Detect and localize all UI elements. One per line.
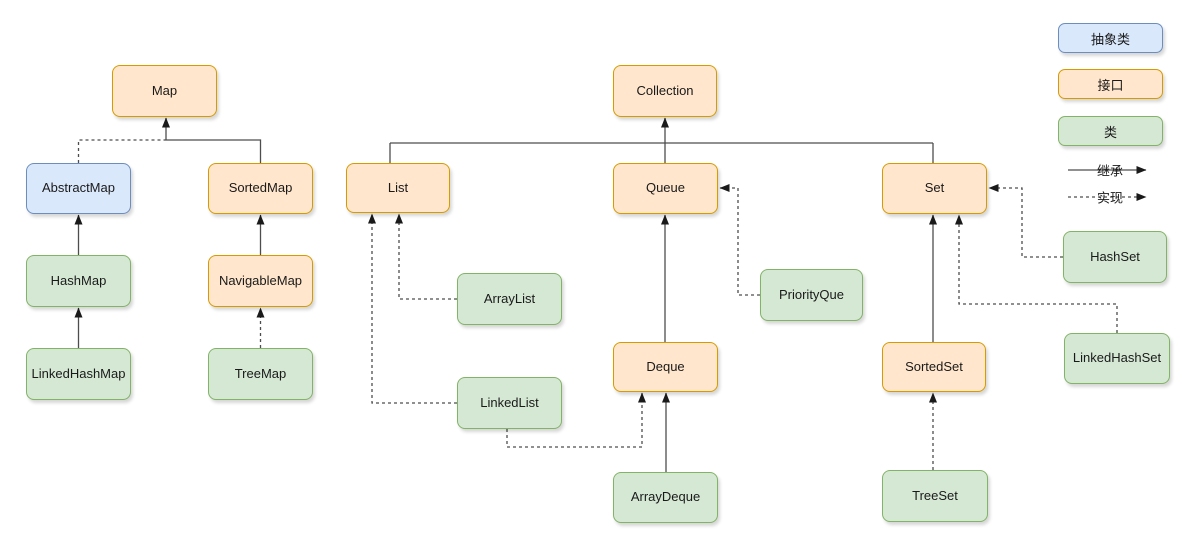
node-label: Set: [924, 180, 945, 196]
node-label: SortedMap: [228, 180, 293, 196]
node-sorted-map[interactable]: SortedMap: [208, 163, 313, 214]
node-label: LinkedHashMap: [31, 365, 126, 381]
node-label: HashMap: [50, 272, 107, 288]
node-label: AbstractMap: [42, 180, 115, 196]
node-navigable-map[interactable]: NavigableMap: [208, 255, 313, 307]
node-treeset[interactable]: TreeSet: [882, 470, 988, 522]
node-deque[interactable]: Deque: [613, 342, 718, 392]
edge-linkedlist-to-deque: [506, 392, 646, 448]
node-label: List: [387, 179, 409, 195]
edge-sortedmap-to-map: [166, 139, 262, 163]
edge-priorityque-to-queue: [719, 184, 760, 296]
node-hashset[interactable]: HashSet: [1063, 231, 1167, 283]
node-linkedlist[interactable]: LinkedList: [457, 377, 562, 429]
node-collection[interactable]: Collection: [613, 65, 717, 117]
edge-abstractmap-to-map: [77, 139, 166, 163]
node-label: LinkedHashSet: [1072, 350, 1162, 366]
node-label: Collection: [636, 82, 694, 98]
node-arraydeque[interactable]: ArrayDeque: [613, 472, 718, 523]
node-set[interactable]: Set: [882, 163, 987, 214]
node-priorityque[interactable]: PriorityQue: [760, 269, 863, 321]
node-label: PriorityQue: [778, 286, 845, 302]
legend-arrow-label: 继承: [1096, 163, 1124, 179]
node-label: Queue: [645, 180, 686, 196]
legend-swatch-class[interactable]: 类: [1058, 116, 1163, 146]
edge-linkedhashset-to-set: [955, 214, 1118, 333]
legend-arrow-label: 实现: [1096, 190, 1124, 206]
node-map[interactable]: Map: [112, 65, 217, 117]
node-label: Map: [151, 82, 178, 98]
node-label: ArrayList: [483, 290, 536, 306]
node-linked-hashset[interactable]: LinkedHashSet: [1064, 333, 1170, 384]
node-abstract-map[interactable]: AbstractMap: [26, 163, 131, 214]
edge-hashset-to-set: [988, 184, 1063, 258]
node-treemap[interactable]: TreeMap: [208, 348, 313, 400]
legend-swatch-abstract[interactable]: 抽象类: [1058, 23, 1163, 53]
edge-linkedlist-to-list: [368, 213, 457, 404]
legend-swatch-label: 类: [1103, 124, 1117, 140]
node-label: LinkedList: [480, 394, 539, 410]
node-label: HashSet: [1090, 248, 1140, 264]
node-label: Deque: [646, 358, 685, 374]
node-label: SortedSet: [905, 358, 963, 374]
legend-swatch-label: 接口: [1097, 77, 1124, 93]
node-label: NavigableMap: [218, 272, 303, 288]
node-list[interactable]: List: [346, 163, 450, 213]
node-linked-hashmap[interactable]: LinkedHashMap: [26, 348, 131, 400]
legend-swatch-interface[interactable]: 接口: [1058, 69, 1163, 99]
node-label: TreeMap: [234, 365, 287, 381]
node-arraylist[interactable]: ArrayList: [457, 273, 562, 325]
node-label: ArrayDeque: [630, 489, 701, 505]
legend-swatch-label: 抽象类: [1090, 31, 1130, 47]
node-hashmap[interactable]: HashMap: [26, 255, 131, 307]
edge-arraylist-to-list: [395, 213, 457, 300]
node-sorted-set[interactable]: SortedSet: [882, 342, 986, 392]
node-queue[interactable]: Queue: [613, 163, 718, 214]
node-label: TreeSet: [912, 487, 958, 503]
